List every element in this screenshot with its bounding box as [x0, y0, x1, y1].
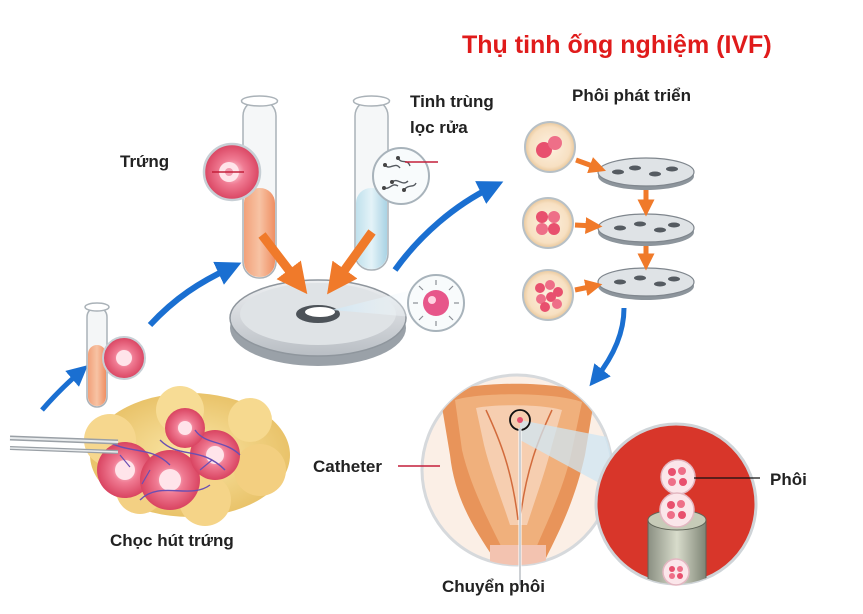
label-egg-retrieval: Chọc hút trứng: [110, 531, 234, 550]
arrow-to-development: [392, 181, 504, 272]
label-catheter: Catheter: [313, 457, 382, 476]
beam-to-fertilized-egg: [332, 288, 425, 318]
development-arrows: [574, 157, 655, 297]
petri-dish-icon: [229, 279, 407, 366]
label-embryo-transfer: Chuyển phôi: [442, 577, 545, 596]
label-sperm-line1: Tinh trùng: [410, 92, 494, 111]
embryo-stage-1-icon: [524, 121, 576, 173]
ovary-icon: [84, 386, 290, 526]
label-egg: Trứng: [120, 152, 170, 171]
sperm-icon: [372, 147, 430, 205]
embryo-stage-2-icon: [522, 197, 574, 249]
orange-arrow-left: [258, 232, 308, 295]
culture-dish-1-icon: [597, 157, 695, 190]
label-embryo: Phôi: [770, 470, 807, 489]
embryo-zoom-icon: [594, 422, 758, 586]
arrow-to-dish: [147, 261, 242, 328]
uterus-icon: [420, 373, 614, 567]
fertilized-egg-icon: [407, 274, 465, 332]
page-title: Thụ tinh ống nghiệm (IVF): [462, 31, 772, 59]
culture-dish-2-icon: [597, 213, 695, 246]
embryo-stage-3-icon: [522, 269, 574, 321]
arrow-to-transfer: [589, 307, 627, 387]
small-test-tube-icon: [84, 302, 110, 408]
egg-test-tube-icon: [240, 95, 279, 279]
arrow-needle-to-tube: [40, 365, 88, 412]
label-embryo-development: Phôi phát triển: [572, 86, 691, 105]
retrieval-needle-icon: [9, 435, 119, 454]
egg-cell-icon: [102, 336, 146, 380]
orange-arrow-right: [327, 229, 376, 295]
label-sperm-line2: lọc rửa: [410, 118, 468, 137]
culture-dish-3-icon: [597, 267, 695, 300]
